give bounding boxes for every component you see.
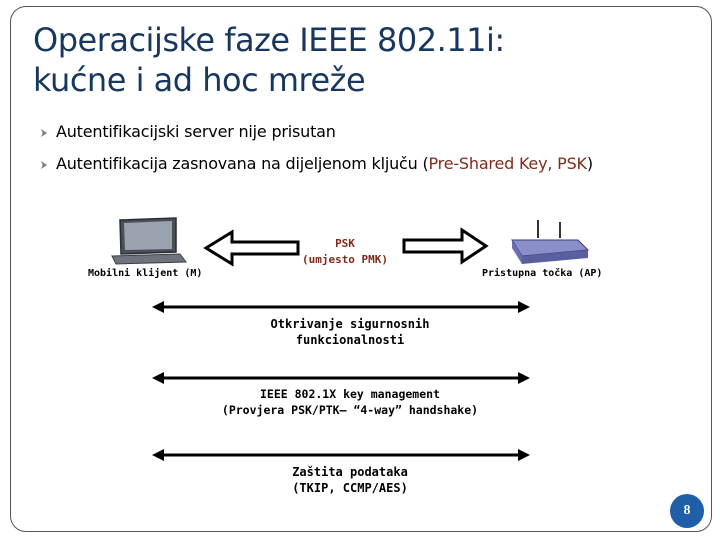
bullet-arrow-icon bbox=[40, 161, 48, 169]
phase-arrow-3 bbox=[152, 449, 530, 461]
phase-label-3: Zaštita podataka (TKIP, CCMP/AES) bbox=[200, 464, 500, 496]
title-line-1: Operacijske faze IEEE 802.11i: bbox=[33, 21, 505, 59]
psk-line-1: PSK bbox=[335, 237, 355, 250]
left-block-arrow bbox=[203, 229, 300, 267]
phase-2-line-2: (Provjera PSK/PTK– “4-way” handshake) bbox=[221, 403, 479, 417]
bullet-arrow-icon bbox=[40, 129, 48, 137]
client-label: Mobilni klijent (M) bbox=[88, 268, 203, 279]
phase-3-line-1: Zaštita podataka bbox=[292, 465, 408, 479]
psk-label: PSK (umjesto PMK) bbox=[290, 236, 400, 268]
right-block-arrow bbox=[402, 227, 489, 265]
slide-frame bbox=[10, 6, 712, 532]
phase-arrow-2 bbox=[152, 372, 530, 384]
bullet-highlight: Pre-Shared Key, PSK bbox=[428, 154, 588, 173]
phase-3-line-2: (TKIP, CCMP/AES) bbox=[292, 481, 408, 495]
ap-label: Pristupna točka (AP) bbox=[482, 268, 603, 279]
router-icon bbox=[511, 220, 590, 264]
phase-label-2: IEEE 802.1X key management (Provjera PSK… bbox=[170, 386, 530, 418]
page-number-badge: 8 bbox=[670, 494, 704, 528]
title-line-2: kućne i ad hoc mreže bbox=[33, 61, 366, 99]
phase-1-line-2: funkcionalnosti bbox=[295, 333, 405, 347]
bullet-item-2: Autentifikacija zasnovana na dijeljenom … bbox=[40, 154, 593, 173]
psk-line-2: (umjesto PMK) bbox=[301, 253, 389, 266]
phase-1-line-1: Otkrivanje sigurnosnih bbox=[270, 317, 430, 331]
bullet-text-2b: ) bbox=[586, 154, 593, 173]
phase-arrow-1 bbox=[152, 301, 530, 313]
bullet-text-2a: Autentifikacija zasnovana na dijeljenom … bbox=[56, 154, 429, 173]
bullet-text-1: Autentifikacijski server nije prisutan bbox=[56, 122, 336, 141]
phase-label-1: Otkrivanje sigurnosnih funkcionalnosti bbox=[200, 316, 500, 348]
phase-2-line-1: IEEE 802.1X key management bbox=[259, 387, 440, 401]
slide-title: Operacijske faze IEEE 802.11i: kućne i a… bbox=[33, 20, 505, 100]
bullet-item-1: Autentifikacijski server nije prisutan bbox=[40, 122, 336, 141]
laptop-icon bbox=[111, 217, 187, 265]
